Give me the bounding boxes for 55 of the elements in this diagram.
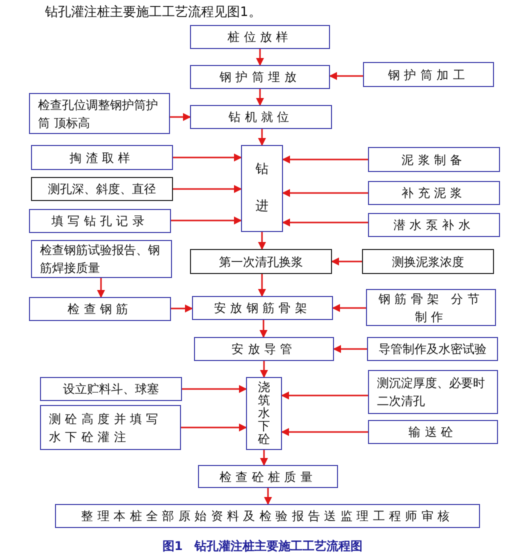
arrow <box>258 232 266 250</box>
process-box: 测孔深、斜度、直径 <box>31 177 173 201</box>
arrow <box>282 189 368 197</box>
process-box: 第一次清孔换浆 <box>190 249 332 274</box>
arrow <box>260 450 268 466</box>
process-box: 钢护筒埋放 <box>190 65 330 89</box>
process-box: 设立贮料斗、球塞 <box>40 377 182 401</box>
process-box: 桩位放样 <box>190 25 330 49</box>
process-box: 测沉淀厚度、必要时二次清孔 <box>368 370 498 414</box>
arrow <box>181 424 247 432</box>
figure-caption: 图1 钻孔灌注桩主要施工工艺流程图 <box>161 538 364 555</box>
process-box: 导管制作及水密试验 <box>367 337 498 361</box>
arrow <box>331 258 362 266</box>
arrow <box>332 304 366 312</box>
process-box: 安放钢筋骨架 <box>192 296 333 320</box>
arrow <box>182 385 247 393</box>
arrow <box>173 154 242 162</box>
process-box: 检查孔位调整钢护筒护筒 顶标高 <box>29 93 170 134</box>
arrow <box>260 361 268 378</box>
arrow <box>258 129 266 146</box>
process-box: 钢筋骨架 分节制作 <box>366 289 496 326</box>
process-box: 安放导管 <box>194 337 334 361</box>
arrow <box>282 156 368 164</box>
process-box: 填写钻孔记录 <box>29 209 171 233</box>
process-box: 掏渣取样 <box>31 145 173 170</box>
arrow <box>329 72 363 80</box>
process-box: 输送砼 <box>368 420 498 444</box>
arrow <box>264 488 272 505</box>
process-box: 检查钢筋试验报告、钢筋焊接质量 <box>31 240 172 278</box>
arrow <box>281 428 368 436</box>
process-box: 钻机就位 <box>190 105 332 129</box>
intro-sentence: 钻孔灌注桩主要施工工艺流程见图1。 <box>45 4 262 22</box>
arrow <box>260 320 268 338</box>
process-box: 潜水泵补水 <box>368 213 500 237</box>
process-box: 检查钢筋 <box>29 297 171 321</box>
process-column: 浇筑水下砼 <box>246 377 282 450</box>
arrow <box>171 216 242 224</box>
arrow <box>282 218 368 226</box>
arrow <box>256 89 264 106</box>
process-box: 检查砼桩质量 <box>198 465 338 488</box>
process-box: 整理本桩全部原始资料及检验报告送监理工程师审核 <box>55 504 480 528</box>
arrow <box>173 185 242 193</box>
arrow <box>258 274 266 297</box>
arrow <box>333 345 367 353</box>
process-column: 钻进 <box>241 145 283 232</box>
arrow <box>281 392 368 400</box>
arrow <box>97 278 105 298</box>
process-box: 测砼高度并填写水下砼灌注 <box>40 405 181 450</box>
process-box: 钢护筒加工 <box>363 62 494 87</box>
arrow <box>171 304 193 312</box>
process-box: 补充泥浆 <box>368 181 500 205</box>
process-box: 泥浆制备 <box>368 147 500 172</box>
arrow <box>170 113 191 121</box>
process-box: 测换泥浆浓度 <box>362 249 494 274</box>
arrow <box>256 49 264 66</box>
